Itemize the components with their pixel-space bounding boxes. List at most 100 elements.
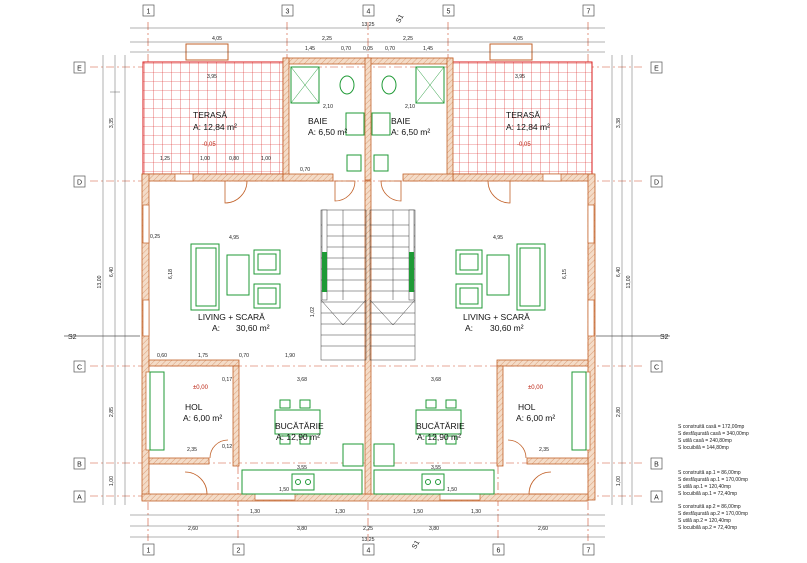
- dim-top2-4: 0,70: [385, 46, 395, 52]
- dim-bottom-total: 13,25: [362, 537, 375, 543]
- staircase-left: [320, 209, 367, 361]
- living-furniture-right: [455, 243, 546, 311]
- doors: [184, 180, 552, 495]
- summary-2-1: S construită ap.1 = 86,00mp: [678, 470, 741, 476]
- dim-int-20: 2,35: [539, 447, 549, 453]
- dim-top2-5: 1,45: [423, 46, 433, 52]
- dim-left-seg-2: 6,40: [109, 267, 115, 277]
- dim-int-4: 4,95: [493, 235, 503, 241]
- dim-left-seg-4: 1,00: [109, 476, 115, 486]
- axis-right-C: C: [654, 365, 659, 372]
- axis-right-A: A: [654, 495, 659, 502]
- dim-right-seg-4: 1,00: [616, 476, 622, 486]
- living-left-name: LIVING + SCARĂ: [198, 312, 265, 322]
- baie-left-name: BAIE: [308, 116, 328, 126]
- axis-top-7: 7: [587, 9, 591, 16]
- living-left-area: 30,60 m²: [236, 323, 270, 333]
- dim-bottom2-3: 1,50: [413, 509, 423, 515]
- hol-right-area: A: 6,00 m²: [516, 413, 555, 423]
- section-mark-s2-left: S2: [68, 334, 77, 341]
- room-labels: TERASĂ A: 12,84 m² -0,05 TERASĂ A: 12,84…: [183, 110, 555, 442]
- summary-1-4: S locuibilă = 144,80mp: [678, 445, 729, 451]
- summary-3-1: S construită ap.2 = 86,00mp: [678, 504, 741, 510]
- dim-int-28: 0,12: [222, 444, 232, 450]
- dim-left-total: 13,00: [97, 275, 103, 288]
- walls: [141, 57, 596, 502]
- living-right-name: LIVING + SCARĂ: [463, 312, 530, 322]
- axis-left-C: C: [77, 365, 82, 372]
- dim-bottom2-4: 1,30: [471, 509, 481, 515]
- axis-bubbles: [73, 4, 663, 556]
- dim-int-6: 3,68: [431, 377, 441, 383]
- summary-3-2: S desfăşurată ap.2 = 170,00mp: [678, 511, 748, 517]
- summary-3-4: S locuibilă ap.2 = 72,40mp: [678, 525, 737, 531]
- kitchen-furniture-right: [373, 399, 495, 495]
- dim-int-25: 1,02: [310, 307, 316, 317]
- baie-right-area: A: 6,50 m²: [391, 127, 430, 137]
- dim-bottom-2: 3,80: [297, 526, 307, 532]
- hol-left-area: A: 6,00 m²: [183, 413, 222, 423]
- dim-int-27: 0,17: [222, 377, 232, 383]
- windows: [142, 173, 595, 501]
- dim-int-2: 3,95: [515, 74, 525, 80]
- terasa-left-name: TERASĂ: [193, 110, 227, 120]
- baie-right-name: BAIE: [391, 116, 411, 126]
- summary-1-2: S desfăşurată casă = 340,00mp: [678, 431, 749, 437]
- axis-labels: 1 3 4 5 7 1 2 4 6 7 E D C B A E D C B A: [77, 9, 659, 555]
- dim-bottom-1: 2,60: [188, 526, 198, 532]
- dim-int-13: 1,90: [285, 353, 295, 359]
- summary-1-3: S utilă casă = 240,80mp: [678, 438, 732, 444]
- axis-bottom-2: 2: [237, 548, 241, 555]
- kitchen-furniture-left: [241, 399, 364, 495]
- summary-3-3: S utilă ap.2 = 120,40mp: [678, 518, 731, 524]
- dim-bottom2-2: 1,30: [335, 509, 345, 515]
- dim-bottom2-1: 1,30: [250, 509, 260, 515]
- dim-int-26: 0,25: [150, 234, 160, 240]
- dimension-texts: 13,25 4,05 2,25 2,25 4,05 1,45 0,70 0,05…: [97, 22, 632, 543]
- dim-right-seg-2: 6,40: [616, 267, 622, 277]
- section-mark-s1-bottom: S1: [411, 539, 421, 550]
- terasa-right-area: A: 12,84 m²: [506, 122, 550, 132]
- dim-int-18: 1,00: [261, 156, 271, 162]
- living-left-prefix: A:: [212, 323, 220, 333]
- dim-int-15: 1,25: [160, 156, 170, 162]
- stair-rail-left: [322, 252, 327, 292]
- hol-right-level: ±0,00: [528, 385, 544, 391]
- axis-right-B: B: [654, 462, 659, 469]
- summary-2-3: S utilă ap.1 = 120,40mp: [678, 484, 731, 490]
- living-right-area: 30,60 m²: [490, 323, 524, 333]
- axis-right-E: E: [654, 66, 659, 73]
- dim-top-2: 2,25: [322, 36, 332, 42]
- bucatarie-left-name: BUCĂTĂRIE: [275, 421, 324, 431]
- dim-int-10: 2,10: [405, 104, 415, 110]
- terasa-left-area: A: 12,84 m²: [193, 122, 237, 132]
- terasa-right-level: -0,05: [517, 142, 531, 148]
- living-right-prefix: A:: [465, 323, 473, 333]
- dim-top-total: 13,25: [362, 22, 375, 28]
- dim-top-4: 4,05: [513, 36, 523, 42]
- dim-left-seg-3: 2,85: [109, 407, 115, 417]
- axis-top-3: 3: [286, 9, 290, 16]
- axis-bottom-1: 1: [147, 548, 151, 555]
- dim-int-24: 1,50: [447, 487, 457, 493]
- terasa-left-level: -0,05: [202, 142, 216, 148]
- axis-bottom-6: 6: [497, 548, 501, 555]
- terrace-right-tiles: [451, 61, 593, 175]
- dim-top2-1: 1,45: [305, 46, 315, 52]
- dim-int-16: 1,00: [200, 156, 210, 162]
- axis-top-4: 4: [367, 9, 371, 16]
- dim-int-19: 2,35: [187, 447, 197, 453]
- dim-int-9: 2,10: [323, 104, 333, 110]
- dim-int-29: 0,70: [300, 167, 310, 173]
- dim-int-1: 3,95: [207, 74, 217, 80]
- axis-left-A: A: [77, 495, 82, 502]
- hol-left-level: ±0,00: [193, 385, 209, 391]
- section-mark-s1-top: S1: [395, 13, 405, 24]
- dim-int-14: 0,60: [157, 353, 167, 359]
- dim-int-23: 1,50: [279, 487, 289, 493]
- dim-left-seg-1: 3,35: [109, 118, 115, 128]
- terasa-right-name: TERASĂ: [506, 110, 540, 120]
- summary-1-1: S construită casă = 172,00mp: [678, 424, 745, 430]
- bucatarie-right-area: A: 12,90 m²: [417, 432, 461, 442]
